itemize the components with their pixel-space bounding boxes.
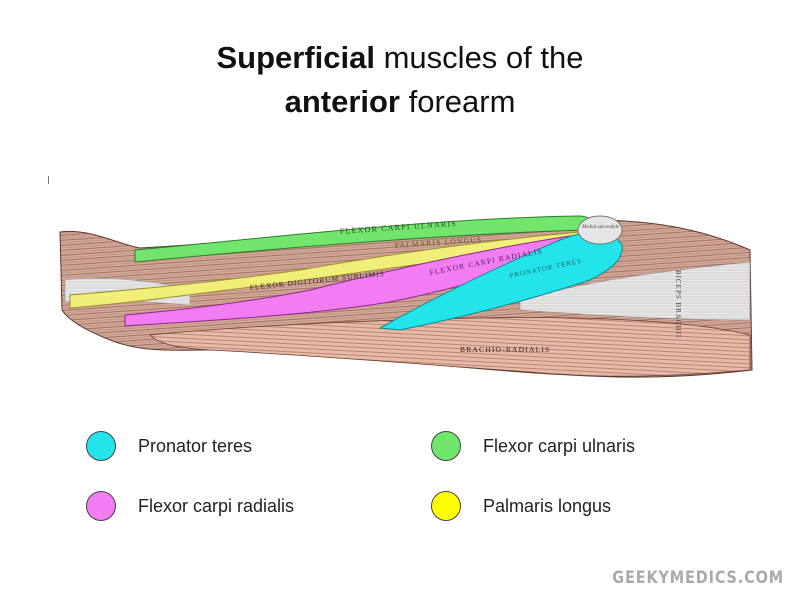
label-brachio-radialis: BRACHIO-RADIALIS: [460, 345, 550, 354]
title-line-1: Superficial muscles of the: [0, 36, 800, 80]
legend-label-flexor-carpi-ulnaris: Flexor carpi ulnaris: [483, 435, 636, 456]
legend-item-flexor-carpi-ulnaris: Flexor carpi ulnaris: [431, 431, 635, 461]
diagram-title: Superficial muscles of the anterior fore…: [0, 36, 800, 124]
legend-swatch-palmaris-longus: [431, 491, 461, 521]
forearm-illustration: FLEXOR CARPI ULNARIS PALMARIS LONGUS FLE…: [50, 170, 760, 400]
watermark-logo-text: GEEKYMEDICS.COM: [612, 568, 784, 588]
legend-label-pronator-teres: Pronator teres: [138, 435, 253, 456]
title-rest-1: muscles of the: [375, 40, 584, 75]
legend-label-palmaris-longus: Palmaris longus: [483, 495, 612, 516]
title-bold-anterior: anterior: [284, 84, 400, 119]
stray-tick-mark: [48, 176, 49, 184]
legend-item-flexor-carpi-radialis: Flexor carpi radialis: [86, 491, 294, 521]
legend-label-flexor-carpi-radialis: Flexor carpi radialis: [138, 495, 295, 516]
legend-swatch-flexor-carpi-radialis: [86, 491, 116, 521]
legend-item-palmaris-longus: Palmaris longus: [431, 491, 611, 521]
pronator-teres-muscle: [378, 231, 623, 331]
label-medial-epicondyle: Medial epicondyle: [581, 225, 620, 230]
label-biceps-brachii: BICEPS BRACHII: [674, 270, 682, 338]
medial-epicondyle: [577, 215, 623, 245]
forearm-svg: FLEXOR CARPI ULNARIS PALMARIS LONGUS FLE…: [59, 215, 753, 378]
title-line-2: anterior forearm: [0, 80, 800, 124]
title-rest-2: forearm: [400, 84, 516, 119]
title-bold-superficial: Superficial: [216, 40, 376, 75]
legend-swatch-flexor-carpi-ulnaris: [431, 431, 461, 461]
biceps-tendon: [519, 261, 751, 321]
legend-swatch-pronator-teres: [86, 431, 116, 461]
legend-item-pronator-teres: Pronator teres: [86, 431, 252, 461]
